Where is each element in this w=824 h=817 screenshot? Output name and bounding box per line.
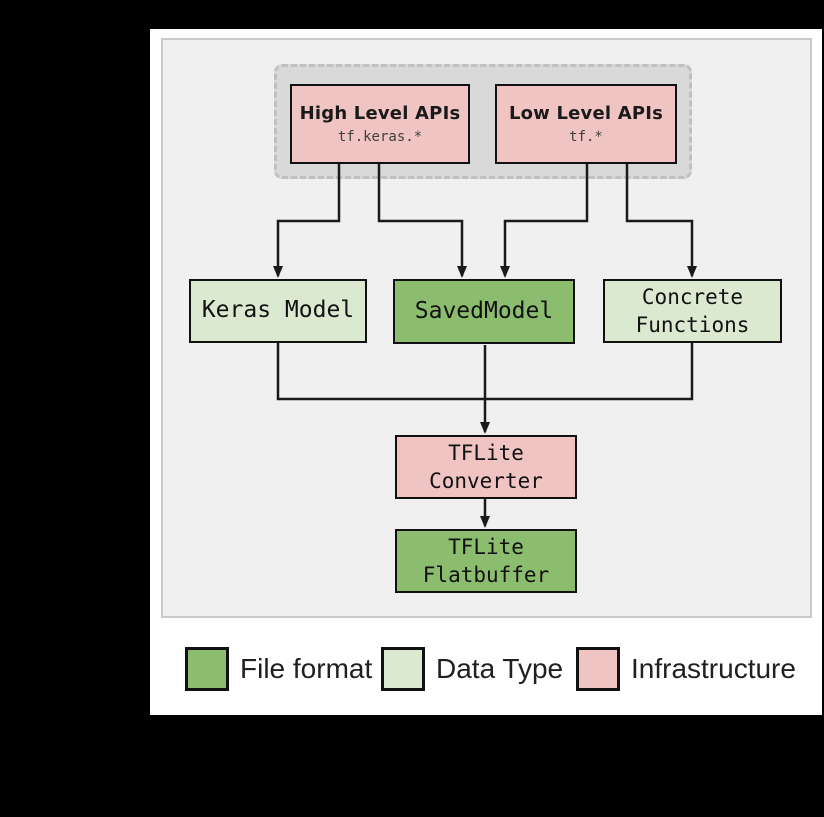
node-label: Concrete Functions (635, 284, 750, 337)
node-low-level-apis: Low Level APIs tf.* (495, 84, 677, 164)
legend: File format Data Type Infrastructure (150, 647, 822, 691)
legend-item-file-format: File format (185, 647, 372, 691)
legend-swatch-data-type (381, 647, 425, 691)
node-keras-model: Keras Model (189, 279, 367, 343)
node-tflite-flatbuffer: TFLite Flatbuffer (395, 529, 577, 593)
legend-item-infrastructure: Infrastructure (576, 647, 796, 691)
node-subtitle: tf.keras.* (337, 129, 423, 145)
node-high-level-apis: High Level APIs tf.keras.* (290, 84, 470, 164)
legend-item-data-type: Data Type (381, 647, 563, 691)
legend-label: File format (240, 653, 373, 684)
legend-label: Data Type (436, 653, 564, 684)
content-card: High Level APIs tf.keras.* Low Level API… (150, 29, 822, 715)
node-title: Low Level APIs (508, 103, 664, 124)
node-saved-model: SavedModel (393, 279, 575, 344)
legend-swatch-file-format (185, 647, 229, 691)
legend-swatch-infrastructure (576, 647, 620, 691)
node-title: High Level APIs (299, 103, 461, 124)
node-subtitle: tf.* (569, 129, 603, 145)
node-tflite-converter: TFLite Converter (395, 435, 577, 499)
node-label: SavedModel (414, 297, 554, 324)
node-label: TFLite Converter (429, 440, 543, 493)
node-label: TFLite Flatbuffer (422, 534, 550, 587)
legend-label: Infrastructure (631, 653, 796, 684)
diagram-panel: High Level APIs tf.keras.* Low Level API… (161, 38, 812, 618)
node-concrete-functions: Concrete Functions (603, 279, 782, 343)
node-label: Keras Model (201, 297, 355, 324)
